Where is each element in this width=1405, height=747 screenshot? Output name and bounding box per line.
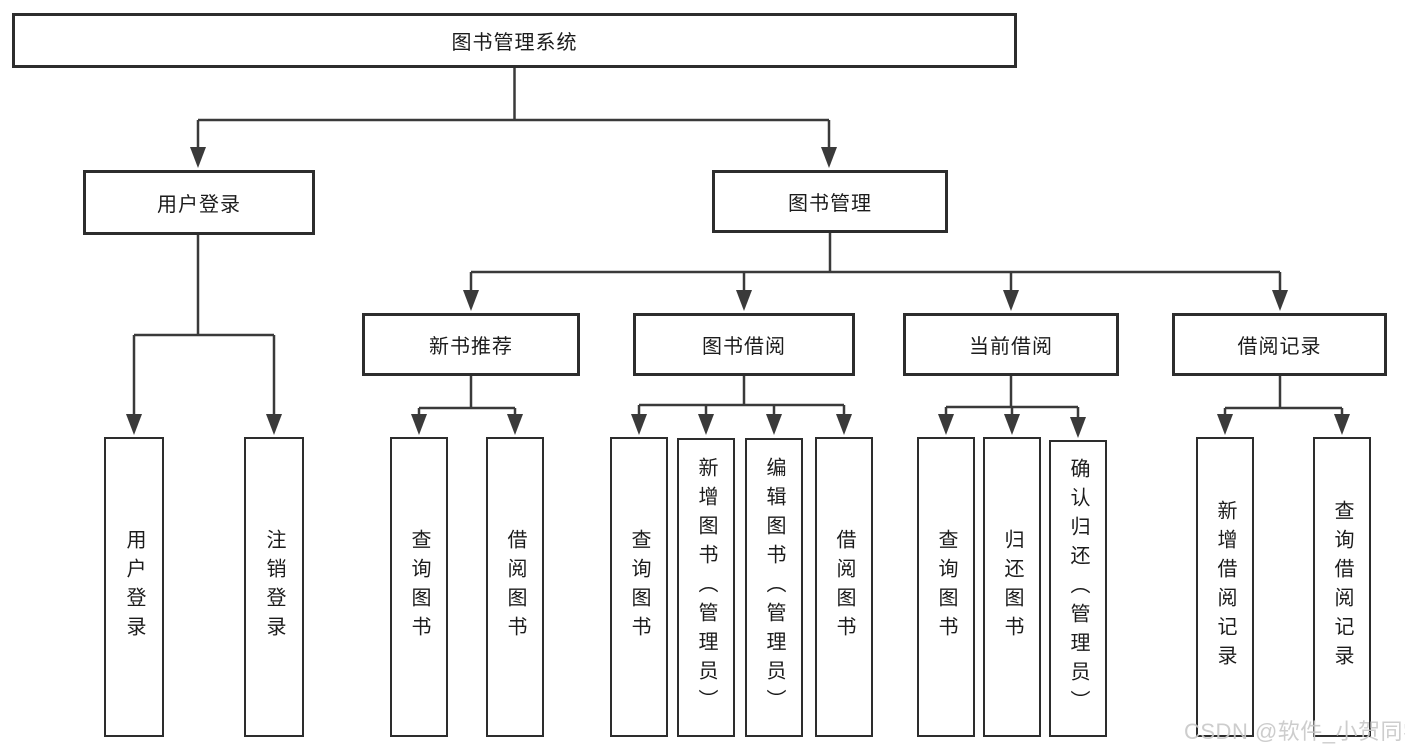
- node-leaf-edit-books-admin-label: 编辑图书（管理员）: [763, 457, 785, 718]
- node-leaf-confirm-return-admin-label: 确认归还（管理员）: [1067, 458, 1089, 719]
- node-book-borrowing-label: 图书借阅: [702, 336, 786, 358]
- node-leaf-query-books-1: 查询图书: [390, 437, 448, 737]
- arrowhead: [266, 414, 282, 435]
- arrowhead: [736, 290, 752, 311]
- node-new-book-recommend-label: 新书推荐: [429, 336, 513, 358]
- node-leaf-confirm-return-admin: 确认归还（管理员）: [1049, 440, 1107, 737]
- node-leaf-logout: 注销登录: [244, 437, 304, 737]
- arrowhead: [126, 414, 142, 435]
- arrowheads: [126, 147, 1350, 438]
- node-leaf-add-borrow-record: 新增借阅记录: [1196, 437, 1254, 737]
- node-leaf-logout-label: 注销登录: [263, 529, 285, 645]
- connector-current-borrowing: [944, 376, 1080, 420]
- arrowhead: [1004, 414, 1020, 435]
- arrowhead: [1217, 414, 1233, 435]
- node-borrowing-records: 借阅记录: [1172, 313, 1387, 376]
- arrowhead: [698, 414, 714, 435]
- node-leaf-user-login-label: 用户登录: [123, 529, 145, 645]
- node-new-book-recommend: 新书推荐: [362, 313, 580, 376]
- arrowhead: [190, 147, 206, 168]
- node-book-borrowing: 图书借阅: [633, 313, 855, 376]
- arrowhead: [507, 414, 523, 435]
- arrowhead: [1070, 417, 1086, 438]
- node-leaf-query-books-2: 查询图书: [610, 437, 668, 737]
- node-leaf-add-borrow-record-label: 新增借阅记录: [1214, 500, 1236, 674]
- node-leaf-return-books: 归还图书: [983, 437, 1041, 737]
- node-leaf-query-books-3: 查询图书: [917, 437, 975, 737]
- arrowhead: [463, 290, 479, 311]
- node-current-borrowing-label: 当前借阅: [969, 336, 1053, 358]
- node-leaf-query-books-1-label: 查询图书: [408, 529, 430, 645]
- arrowhead: [821, 147, 837, 168]
- arrowhead: [938, 414, 954, 435]
- node-leaf-return-books-label: 归还图书: [1001, 529, 1023, 645]
- node-leaf-query-books-2-label: 查询图书: [628, 529, 650, 645]
- arrowhead: [1272, 290, 1288, 311]
- node-leaf-borrow-books-2: 借阅图书: [815, 437, 873, 737]
- arrowhead: [411, 414, 427, 435]
- node-borrowing-records-label: 借阅记录: [1237, 336, 1322, 358]
- arrowhead: [1003, 290, 1019, 311]
- node-leaf-borrow-books-1: 借阅图书: [486, 437, 544, 737]
- node-root-label: 图书管理系统: [451, 32, 578, 54]
- arrowhead: [836, 414, 852, 435]
- node-leaf-user-login: 用户登录: [104, 437, 164, 737]
- node-leaf-query-borrow-record: 查询借阅记录: [1313, 437, 1371, 737]
- node-leaf-borrow-books-2-label: 借阅图书: [833, 529, 855, 645]
- node-book-management: 图书管理: [712, 170, 948, 233]
- connector-new-book-recommend: [417, 376, 517, 417]
- node-leaf-add-books-admin: 新增图书（管理员）: [677, 438, 735, 737]
- node-leaf-query-borrow-record-label: 查询借阅记录: [1331, 500, 1353, 674]
- arrowhead: [631, 414, 647, 435]
- node-user-login-label: 用户登录: [157, 194, 241, 216]
- node-leaf-query-books-3-label: 查询图书: [935, 529, 957, 645]
- node-current-borrowing: 当前借阅: [903, 313, 1119, 376]
- connector-user-login: [132, 235, 276, 417]
- arrowhead: [766, 414, 782, 435]
- connector-root: [196, 68, 831, 150]
- connector-borrowing-records: [1223, 376, 1344, 417]
- node-leaf-edit-books-admin: 编辑图书（管理员）: [745, 438, 803, 737]
- watermark-text: CSDN @软件_小贺同学: [1184, 719, 1405, 744]
- node-leaf-borrow-books-1-label: 借阅图书: [504, 529, 526, 645]
- node-book-management-label: 图书管理: [788, 193, 872, 215]
- arrowhead: [1334, 414, 1350, 435]
- node-user-login: 用户登录: [83, 170, 315, 235]
- connector-book-management: [469, 233, 1282, 293]
- connector-book-borrowing: [637, 376, 846, 417]
- node-root: 图书管理系统: [12, 13, 1017, 68]
- node-leaf-add-books-admin-label: 新增图书（管理员）: [695, 457, 717, 718]
